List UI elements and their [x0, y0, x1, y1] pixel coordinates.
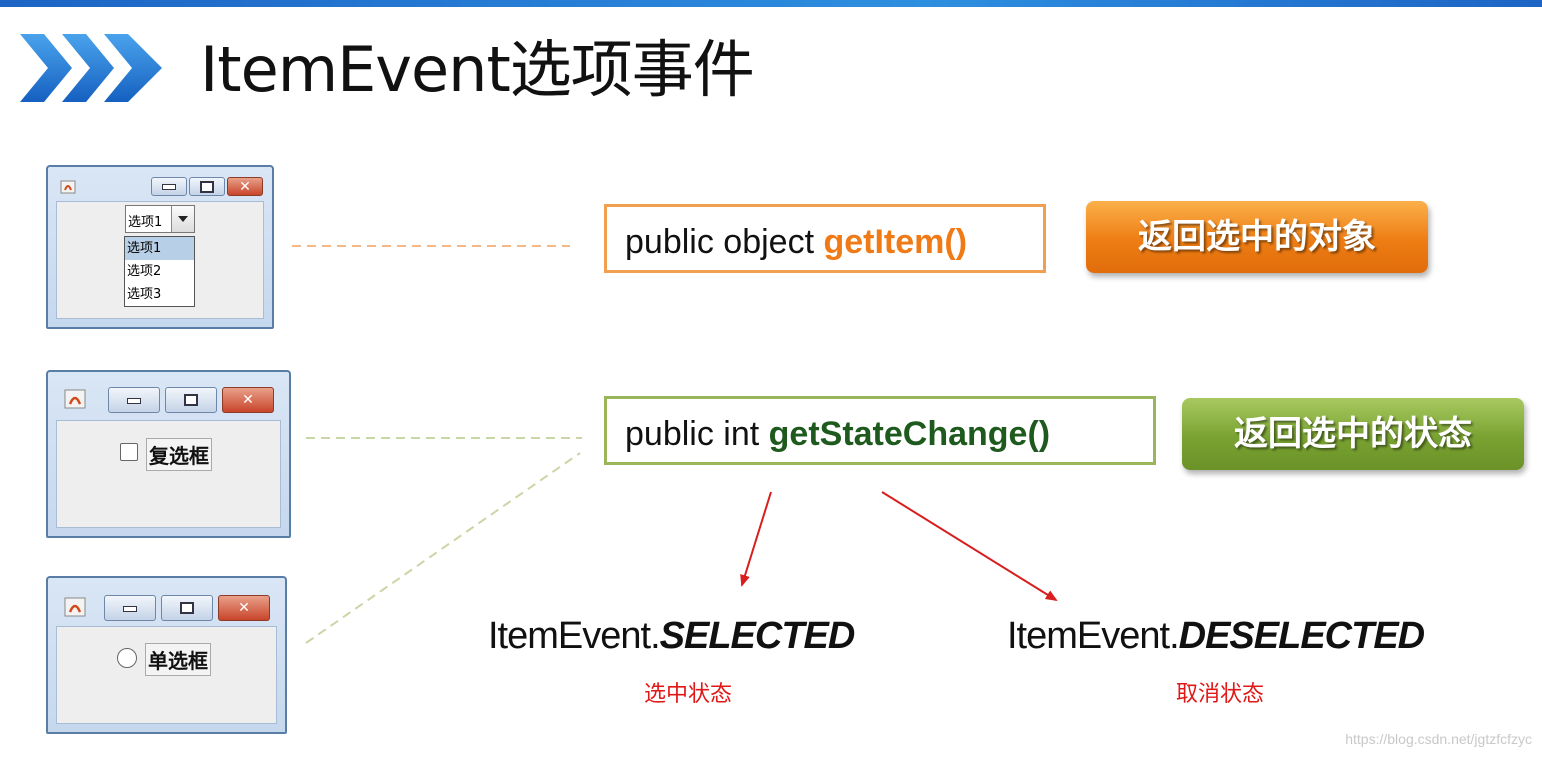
window-titlebar: ✕ — [48, 167, 272, 201]
method-name: getStateChange() — [768, 415, 1051, 453]
checkbox-label: 复选框 — [146, 438, 212, 471]
maximize-button[interactable] — [189, 177, 225, 196]
deselected-constant: ItemEvent.DESELECTED — [1007, 615, 1425, 657]
selected-constant: ItemEvent.SELECTED — [488, 615, 856, 657]
class-prefix: ItemEvent. — [488, 615, 661, 657]
radio-button[interactable] — [117, 648, 137, 668]
constant-name: DESELECTED — [1178, 615, 1425, 657]
java-app-icon — [60, 179, 76, 195]
maximize-button[interactable] — [165, 387, 217, 413]
slide-title: ItemEvent选项事件 — [200, 33, 755, 106]
window-titlebar: ✕ — [48, 372, 289, 418]
method-signature-prefix: public int — [625, 415, 769, 453]
method-name: getItem() — [823, 223, 968, 261]
chevron-arrows-icon — [20, 34, 162, 102]
constant-name: SELECTED — [659, 615, 856, 657]
combo-value: 选项1 — [128, 215, 163, 230]
java-app-icon — [64, 596, 86, 618]
close-button[interactable]: ✕ — [222, 387, 274, 413]
close-icon: ✕ — [239, 178, 251, 195]
get-item-description-badge: 返回选中的对象 — [1086, 201, 1428, 273]
deselected-caption: 取消状态 — [1176, 682, 1265, 707]
arrow-to-selected — [740, 491, 772, 587]
arrow-to-deselected — [881, 491, 1058, 602]
get-state-change-method-box: public int getStateChange() — [604, 396, 1156, 465]
java-app-icon — [64, 388, 86, 410]
class-prefix: ItemEvent. — [1007, 615, 1180, 657]
close-icon: ✕ — [238, 600, 250, 616]
watermark-text: https://blog.csdn.net/jgtzfcfzyc — [1345, 731, 1532, 747]
dashed-connector — [305, 452, 581, 644]
close-icon: ✕ — [242, 392, 254, 408]
minimize-button[interactable] — [108, 387, 160, 413]
close-button[interactable]: ✕ — [218, 595, 270, 621]
get-item-method-box: public object getItem() — [604, 204, 1046, 273]
checkbox[interactable] — [120, 443, 138, 461]
minimize-button[interactable] — [151, 177, 187, 196]
radio-label: 单选框 — [145, 643, 211, 676]
window-titlebar: ✕ — [48, 578, 285, 624]
method-signature-prefix: public object — [625, 223, 824, 261]
get-state-change-description-badge: 返回选中的状态 — [1182, 398, 1524, 470]
minimize-button[interactable] — [104, 595, 156, 621]
top-accent-bar — [0, 0, 1542, 7]
list-item[interactable]: 选项2 — [127, 264, 162, 279]
list-item[interactable]: 选项1 — [125, 237, 194, 260]
combo-dropdown-list: 选项1 选项2 选项3 — [124, 236, 195, 307]
combo-box[interactable]: 选项1 — [125, 205, 195, 233]
selected-caption: 选中状态 — [644, 682, 733, 707]
chevron-down-icon[interactable] — [171, 206, 194, 232]
list-item[interactable]: 选项3 — [127, 287, 162, 302]
close-button[interactable]: ✕ — [227, 177, 263, 196]
maximize-button[interactable] — [161, 595, 213, 621]
